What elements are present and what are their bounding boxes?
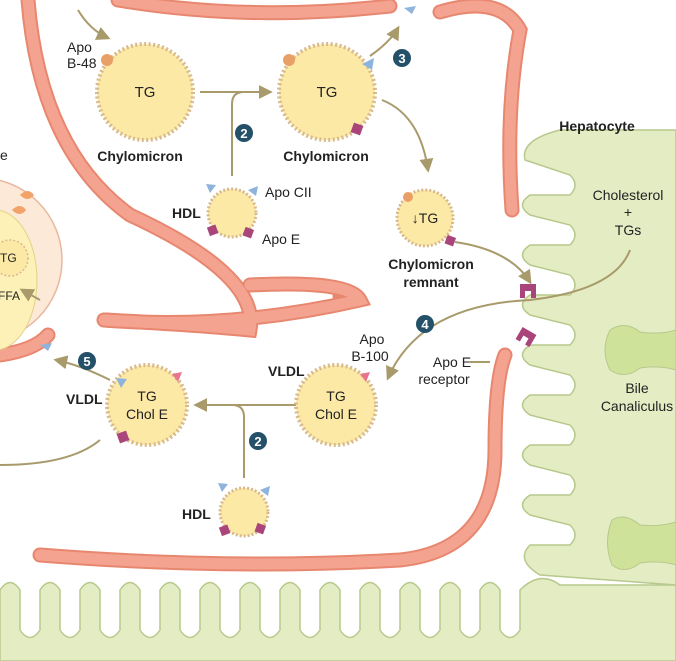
label-hdl-2: HDL bbox=[182, 506, 211, 522]
hepatocyte-cell bbox=[521, 129, 676, 586]
hdl-particle-1 bbox=[206, 184, 258, 239]
step-badge-2-top: 2 bbox=[235, 124, 253, 142]
label-remnant-1: Chylomicron bbox=[388, 256, 474, 272]
receptors bbox=[40, 6, 537, 351]
chylomicron-2-tg: TG bbox=[317, 84, 338, 101]
label-hdl-1: HDL bbox=[172, 205, 201, 221]
vldl-particle-right: TG Chol E bbox=[294, 363, 378, 447]
svg-text:2: 2 bbox=[240, 126, 247, 141]
chylomicron-remnant: ↓TG bbox=[395, 188, 457, 248]
chylomicron-2: TG bbox=[277, 42, 377, 142]
label-chylomicron-2: Chylomicron bbox=[283, 148, 369, 164]
label-apo-cii: Apo CII bbox=[265, 184, 312, 200]
label-cholesterol-2: + bbox=[624, 204, 632, 220]
chylomicron-1: TG bbox=[95, 42, 195, 142]
label-apo-b100-2: B-100 bbox=[351, 348, 389, 364]
hdl-particle-2 bbox=[218, 483, 270, 538]
vldl-left-chol: Chol E bbox=[126, 406, 168, 422]
partial-label-e: e bbox=[0, 147, 8, 163]
label-hepatocyte: Hepatocyte bbox=[559, 118, 635, 134]
step-badge-3: 3 bbox=[393, 49, 411, 67]
label-cholesterol-1: Cholesterol bbox=[593, 187, 664, 203]
label-remnant-2: remnant bbox=[403, 274, 459, 290]
adipocyte-partial: e TG FFA bbox=[0, 147, 63, 351]
label-chylomicron-1: Chylomicron bbox=[97, 148, 183, 164]
label-vldl-right: VLDL bbox=[268, 363, 305, 379]
step-badge-4: 4 bbox=[416, 315, 434, 333]
remnant-reduced-tg: ↓TG bbox=[412, 210, 438, 226]
label-bile-1: Bile bbox=[625, 380, 649, 396]
partial-label-ffa: FFA bbox=[0, 289, 20, 303]
label-apo-e-receptor-2: receptor bbox=[418, 371, 470, 387]
svg-text:2: 2 bbox=[254, 434, 261, 449]
label-apo-b100-1: Apo bbox=[360, 331, 385, 347]
bile-canaliculus bbox=[604, 325, 676, 375]
capillary-vessels bbox=[0, 0, 528, 572]
bile-canaliculus-lower bbox=[607, 516, 676, 570]
label-bile-2: Canaliculus bbox=[601, 398, 673, 414]
vldl-right-chol: Chol E bbox=[315, 406, 357, 422]
vldl-left-tg: TG bbox=[137, 388, 156, 404]
svg-text:5: 5 bbox=[83, 354, 90, 369]
vldl-right-tg: TG bbox=[326, 388, 345, 404]
svg-text:3: 3 bbox=[398, 51, 405, 66]
partial-label-tg: TG bbox=[0, 251, 17, 265]
vldl-particle-left: TG Chol E bbox=[105, 363, 189, 447]
step-badge-5: 5 bbox=[78, 352, 96, 370]
svg-text:4: 4 bbox=[421, 317, 429, 332]
label-cholesterol-3: TGs bbox=[615, 222, 641, 238]
step-badge-2-bottom: 2 bbox=[249, 432, 267, 450]
diagram-labels: Hepatocyte Apo B-48 Chylomicron Chylomic… bbox=[66, 39, 673, 522]
label-apo-b48-2: B-48 bbox=[67, 55, 97, 71]
label-apo-e: Apo E bbox=[262, 231, 300, 247]
bottom-villi bbox=[0, 577, 676, 661]
label-apo-b48-1: Apo bbox=[67, 39, 92, 55]
chylomicron-1-tg: TG bbox=[135, 84, 156, 101]
label-vldl-left: VLDL bbox=[66, 391, 103, 407]
label-apo-e-receptor-1: Apo E bbox=[433, 354, 471, 370]
